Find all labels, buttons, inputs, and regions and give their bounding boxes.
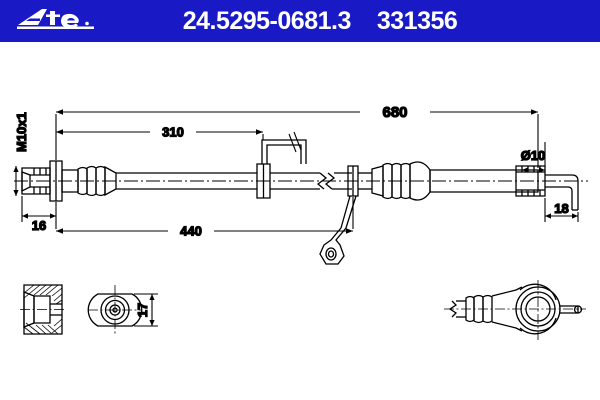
- dimension-680-label: 680: [382, 104, 407, 121]
- dimension-310-label: 310: [162, 125, 184, 140]
- right-crimp-ferrule: [358, 161, 431, 201]
- ate-logo: [16, 6, 98, 34]
- detail-end-view: [87, 285, 143, 335]
- dimension-440: [55, 197, 354, 234]
- dimension-310: [56, 129, 264, 140]
- reference-number: 331356: [376, 6, 458, 35]
- dimension-18: [544, 198, 579, 222]
- dimension-17: [134, 293, 158, 327]
- hanging-bracket: [319, 165, 359, 265]
- left-end-fitting: [21, 160, 63, 202]
- dimension-680: [55, 109, 539, 168]
- hose-body-left: [116, 172, 257, 190]
- detail-section-view: [20, 284, 66, 335]
- dimension-17-label: 17: [135, 303, 150, 317]
- mid-bracket-clip: [256, 131, 307, 199]
- dimension-d10-label: Ø10: [521, 148, 546, 163]
- dimension-440-label: 440: [180, 224, 202, 239]
- dimension-d10: [522, 142, 546, 173]
- header-bar: 24.5295-0681.3 331356: [0, 0, 600, 42]
- detail-banjo-fitting: [444, 280, 586, 340]
- part-number: 24.5295-0681.3: [182, 6, 352, 35]
- thread-label-m10x1: M10x1: [14, 112, 29, 152]
- dimension-18-label: 18: [554, 201, 568, 216]
- thread-callout-leader: [13, 166, 19, 196]
- dimension-16: [21, 196, 56, 222]
- header-codes: 24.5295-0681.3 331356: [0, 0, 600, 42]
- technical-drawing: 680 310: [0, 42, 600, 400]
- dimension-16-label: 16: [32, 218, 46, 233]
- hose-body-mid: [270, 172, 352, 190]
